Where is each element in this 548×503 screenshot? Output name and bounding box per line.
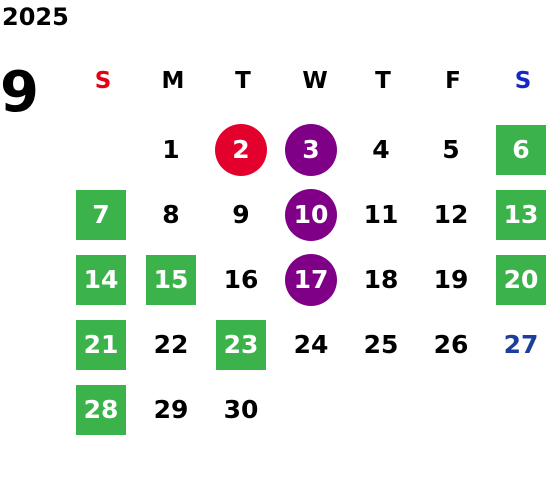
day-12: 12 — [433, 200, 469, 229]
day-20: 20 — [496, 255, 546, 305]
day-25: 25 — [363, 330, 399, 359]
day-1: 1 — [162, 135, 180, 164]
day-17: 17 — [285, 254, 337, 306]
day-6: 6 — [496, 125, 546, 175]
day-22: 22 — [153, 330, 189, 359]
day-19: 19 — [433, 265, 469, 294]
day-30: 30 — [223, 395, 259, 424]
calendar-month: 9 — [0, 60, 39, 125]
day-8: 8 — [162, 200, 180, 229]
day-18: 18 — [363, 265, 399, 294]
day-4: 4 — [372, 135, 390, 164]
weekday-header-sat: S — [514, 68, 532, 94]
day-16: 16 — [223, 265, 259, 294]
day-14: 14 — [76, 255, 126, 305]
calendar-year: 2025 — [2, 3, 69, 31]
day-15: 15 — [146, 255, 196, 305]
day-3: 3 — [285, 124, 337, 176]
weekday-header-thu: T — [375, 68, 391, 94]
weekday-header-wed: W — [302, 68, 328, 94]
weekday-header-mon: M — [161, 68, 185, 94]
day-29: 29 — [153, 395, 189, 424]
day-7: 7 — [76, 190, 126, 240]
day-9: 9 — [232, 200, 250, 229]
day-24: 24 — [293, 330, 329, 359]
day-2: 2 — [215, 124, 267, 176]
weekday-header-fri: F — [445, 68, 461, 94]
day-5: 5 — [442, 135, 460, 164]
day-11: 11 — [363, 200, 399, 229]
weekday-header-sun: S — [94, 68, 112, 94]
day-26: 26 — [433, 330, 469, 359]
weekday-header-tue: T — [235, 68, 251, 94]
day-28: 28 — [76, 385, 126, 435]
day-10: 10 — [285, 189, 337, 241]
day-13: 13 — [496, 190, 546, 240]
day-27: 27 — [503, 330, 539, 359]
day-23: 23 — [216, 320, 266, 370]
day-21: 21 — [76, 320, 126, 370]
